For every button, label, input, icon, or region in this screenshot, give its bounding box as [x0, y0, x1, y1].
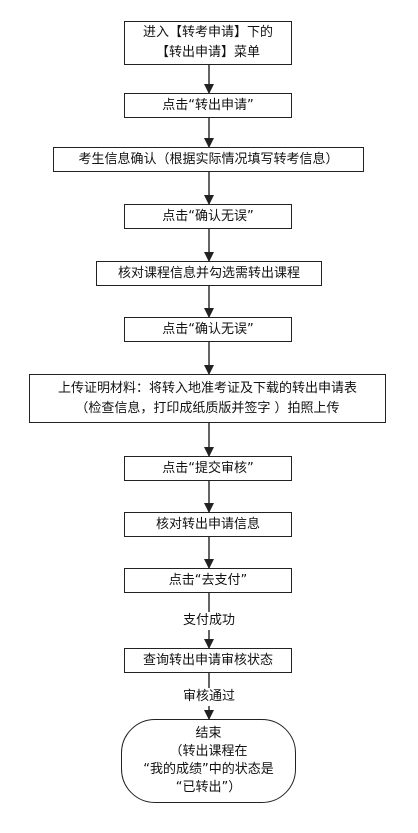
flow-step-click-transfer-out: 点击“转出申请”	[124, 93, 292, 118]
flow-step-click-confirm-2: 点击“确认无误”	[124, 317, 292, 342]
edge-label-review-passed: 审核通过	[181, 688, 238, 706]
flow-step-check-courses: 核对课程信息并勾选需转出课程	[96, 261, 322, 286]
flow-step-check-application: 核对转出申请信息	[124, 512, 292, 537]
flow-step-click-confirm-1: 点击“确认无误”	[124, 204, 292, 229]
flow-step-enter-transfer-menu: 进入【转考申请】下的 【转出申请】菜单	[124, 21, 292, 65]
flow-step-query-status: 查询转出申请审核状态	[124, 648, 292, 673]
flow-step-confirm-candidate-info: 考生信息确认（根据实际情况填写转考信息）	[53, 147, 364, 172]
flow-step-click-pay: 点击“去支付”	[124, 568, 292, 593]
edge-label-pay-success: 支付成功	[181, 612, 238, 630]
flow-step-upload-documents: 上传证明材料：将转入地准考证及下载的转出申请表 （检查信息，打印成纸质版并签字 …	[29, 374, 386, 423]
flow-end-terminal: 结束 （转出课程在 “我的成绩”中的状态是 “已转出”）	[121, 719, 296, 803]
flow-step-click-submit-review: 点击“提交审核”	[124, 456, 292, 481]
